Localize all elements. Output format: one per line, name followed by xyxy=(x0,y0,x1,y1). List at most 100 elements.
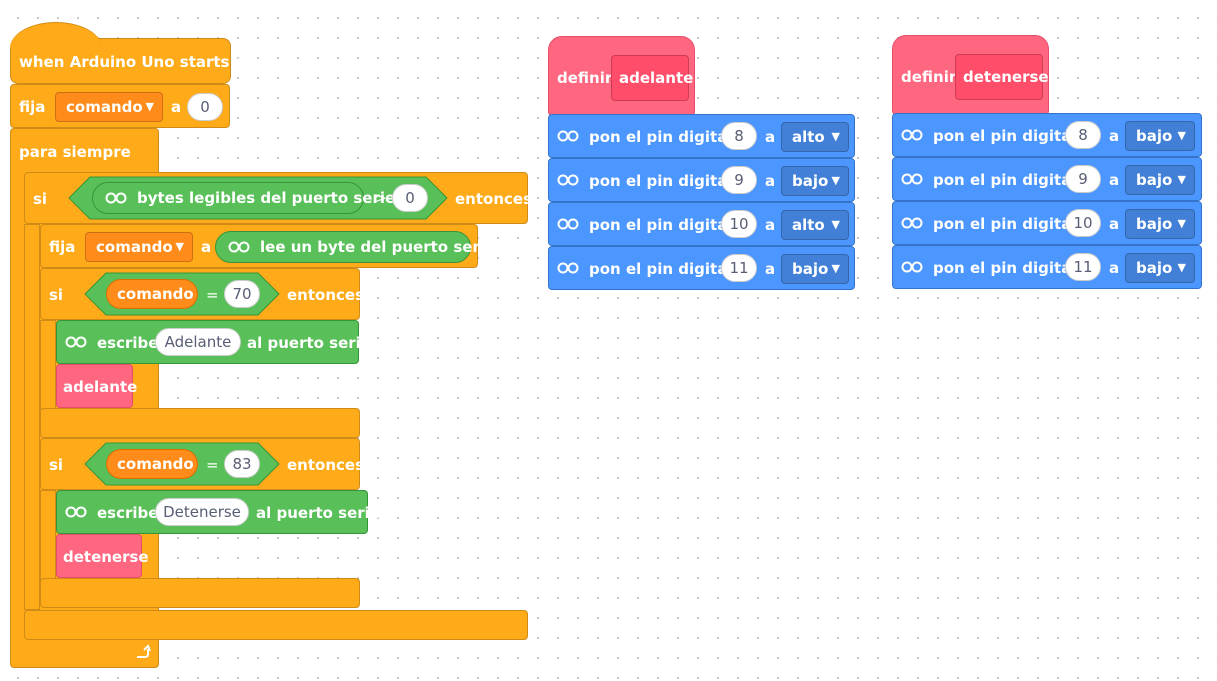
set-label: fija xyxy=(49,238,76,256)
call-detenerse-label: detenerse xyxy=(63,548,149,566)
init-value-input[interactable]: 0 xyxy=(187,93,223,121)
to-label: a xyxy=(765,128,776,146)
to-label: a xyxy=(765,172,776,190)
pin-number-input[interactable]: 9 xyxy=(721,166,757,194)
bytes-compare-input[interactable]: 0 xyxy=(392,184,428,212)
arduino-infinity-icon xyxy=(557,262,579,274)
define-detenerse-hat-block[interactable]: definir detenerse xyxy=(892,35,1049,115)
chevron-down-icon: ▼ xyxy=(145,100,154,113)
pin-number-input[interactable]: 10 xyxy=(1065,209,1101,237)
to-label: a xyxy=(765,260,776,278)
to-label: a xyxy=(765,216,776,234)
pin-state-dropdown[interactable]: bajo ▼ xyxy=(781,166,849,196)
pin-state-value: alto xyxy=(792,128,825,146)
if2-compare-input[interactable]: 83 xyxy=(224,450,260,478)
pin-state-value: bajo xyxy=(1136,171,1173,189)
call-adelante-label: adelante xyxy=(63,378,138,396)
call-detenerse-block[interactable]: detenerse xyxy=(56,534,149,578)
arduino-infinity-icon xyxy=(901,217,923,229)
write-label: escribe xyxy=(97,504,159,522)
define-adelante-hat-block[interactable]: definir adelante xyxy=(548,36,695,116)
to-label: a xyxy=(171,98,182,116)
proc-name-label: adelante xyxy=(619,69,694,87)
variable-dropdown[interactable]: comando ▼ xyxy=(85,232,193,262)
arduino-infinity-icon xyxy=(105,192,127,204)
pin-state-dropdown[interactable]: bajo ▼ xyxy=(1125,165,1195,195)
arduino-infinity-icon xyxy=(901,129,923,141)
proc-name-prototype[interactable]: detenerse xyxy=(955,54,1049,100)
pin-label: pon el pin digital xyxy=(933,259,1077,277)
pin-state-dropdown[interactable]: bajo ▼ xyxy=(1125,121,1195,151)
pin-state-dropdown[interactable]: bajo ▼ xyxy=(781,254,849,284)
pin-number-input[interactable]: 10 xyxy=(721,210,757,238)
read-byte-label: lee un byte del puerto serie xyxy=(260,238,496,256)
then-label: entonces xyxy=(287,286,364,304)
to-label: a xyxy=(1109,171,1120,189)
pin-state-dropdown[interactable]: bajo ▼ xyxy=(1125,253,1195,283)
pin-state-dropdown[interactable]: bajo ▼ xyxy=(1125,209,1195,239)
define-label: definir xyxy=(901,68,957,86)
pin-label: pon el pin digital xyxy=(933,127,1077,145)
write2-text-input[interactable]: Detenerse xyxy=(155,498,249,526)
eq-operator-symbol: = xyxy=(206,286,219,304)
write1-text-input[interactable]: Adelante xyxy=(155,328,241,356)
comando-variable-reporter[interactable]: comando xyxy=(106,449,198,479)
arduino-infinity-icon xyxy=(228,241,250,253)
to-label: a xyxy=(1109,127,1120,145)
set-digital-pin-block[interactable]: pon el pin digital 11 a bajo ▼ xyxy=(892,245,1202,289)
arduino-infinity-icon xyxy=(557,218,579,230)
set-digital-pin-block[interactable]: pon el pin digital 9 a bajo ▼ xyxy=(892,157,1202,201)
if1-block-arm xyxy=(40,320,56,410)
pin-state-dropdown[interactable]: alto ▼ xyxy=(781,122,849,152)
set-variable-read-byte-block[interactable]: fija comando ▼ a lee un byte del puerto … xyxy=(40,224,495,268)
pin-number-input[interactable]: 11 xyxy=(721,254,757,282)
if2-block-footer xyxy=(40,578,360,608)
arduino-infinity-icon xyxy=(65,336,87,348)
comando-variable-reporter[interactable]: comando xyxy=(106,279,198,309)
pin-state-value: bajo xyxy=(1136,215,1173,233)
chevron-down-icon: ▼ xyxy=(1177,217,1186,230)
define-label: definir xyxy=(557,69,613,87)
pin-state-value: bajo xyxy=(1136,259,1173,277)
variable-dropdown[interactable]: comando ▼ xyxy=(55,92,163,122)
pin-state-value: alto xyxy=(792,216,825,234)
if1-compare-input[interactable]: 70 xyxy=(224,280,260,308)
arduino-infinity-icon xyxy=(901,261,923,273)
call-adelante-block[interactable]: adelante xyxy=(56,364,137,408)
serial-write-block[interactable]: escribe Adelante al puerto serie xyxy=(56,320,371,364)
loop-arrow-icon xyxy=(137,644,151,658)
if-block-arm xyxy=(24,224,40,610)
to-serial-label: al puerto serie xyxy=(247,334,371,352)
pin-label: pon el pin digital xyxy=(589,260,733,278)
when-arduino-starts-hat-block[interactable]: when Arduino Uno starts up xyxy=(10,38,256,84)
variable-dropdown-value: comando xyxy=(96,238,173,256)
set-digital-pin-block[interactable]: pon el pin digital 10 a alto ▼ xyxy=(548,202,855,246)
proc-name-prototype[interactable]: adelante xyxy=(611,55,693,101)
to-serial-label: al puerto serie xyxy=(256,504,380,522)
arduino-infinity-icon xyxy=(901,173,923,185)
set-variable-block[interactable]: fija comando ▼ a 0 xyxy=(10,84,230,128)
set-digital-pin-block[interactable]: pon el pin digital 11 a bajo ▼ xyxy=(548,246,855,290)
if-block-footer xyxy=(24,610,528,640)
set-digital-pin-block[interactable]: pon el pin digital 10 a bajo ▼ xyxy=(892,201,1202,245)
chevron-down-icon: ▼ xyxy=(831,262,840,275)
set-digital-pin-block[interactable]: pon el pin digital 8 a alto ▼ xyxy=(548,114,855,158)
pin-label: pon el pin digital xyxy=(589,216,733,234)
chevron-down-icon: ▼ xyxy=(831,130,840,143)
pin-state-value: bajo xyxy=(792,260,829,278)
pin-number-input[interactable]: 9 xyxy=(1065,165,1101,193)
pin-state-dropdown[interactable]: alto ▼ xyxy=(781,210,849,240)
set-digital-pin-block[interactable]: pon el pin digital 9 a bajo ▼ xyxy=(548,158,855,202)
serial-bytes-available-reporter[interactable]: bytes legibles del puerto serie xyxy=(92,182,395,214)
pin-number-input[interactable]: 8 xyxy=(1065,121,1101,149)
chevron-down-icon: ▼ xyxy=(831,174,840,187)
then-label: entonces xyxy=(287,456,364,474)
pin-number-input[interactable]: 8 xyxy=(721,122,757,150)
gt-operator-symbol: > xyxy=(374,189,387,207)
serial-read-byte-reporter[interactable]: lee un byte del puerto serie xyxy=(215,231,495,263)
set-digital-pin-block[interactable]: pon el pin digital 8 a bajo ▼ xyxy=(892,113,1202,157)
pin-number-input[interactable]: 11 xyxy=(1065,253,1101,281)
forever-label: para siempre xyxy=(19,143,131,161)
pin-label: pon el pin digital xyxy=(933,215,1077,233)
serial-write-block[interactable]: escribe Detenerse al puerto serie xyxy=(56,490,380,534)
